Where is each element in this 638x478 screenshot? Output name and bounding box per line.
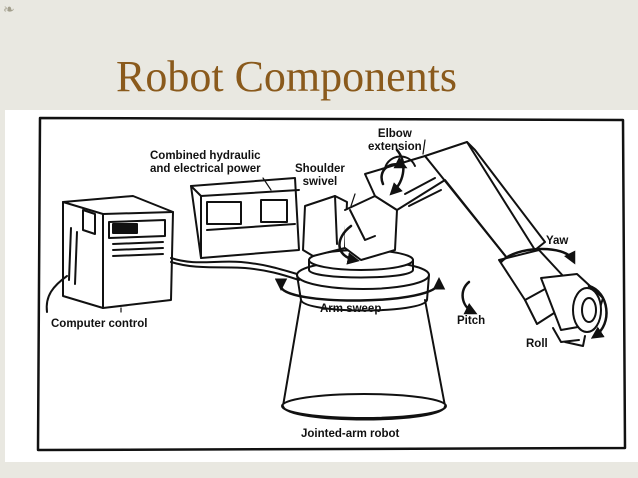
label-shoulder-swivel: Shoulder swivel xyxy=(295,163,345,188)
power-unit xyxy=(190,177,300,259)
cables xyxy=(45,257,300,313)
label-arm-sweep: Arm sweep xyxy=(320,303,382,315)
yaw-arrow xyxy=(499,247,576,265)
forearm xyxy=(404,141,546,269)
leader-lines xyxy=(120,139,426,313)
label-computer-control: Computer control xyxy=(51,318,148,330)
motion-arrows xyxy=(274,148,608,339)
elbow-arrow xyxy=(380,157,408,186)
robot-drawing xyxy=(36,116,627,452)
corner-ornament-icon: ❧ xyxy=(3,1,15,17)
robot-diagram: Combined hydraulic and electrical power … xyxy=(5,110,638,462)
figure-frame xyxy=(36,116,627,452)
roll-arrow xyxy=(587,284,608,339)
diagram-caption: Jointed-arm robot xyxy=(301,428,400,440)
arm-sweep-arrow xyxy=(274,277,446,302)
elbow-arrow-2 xyxy=(389,148,405,196)
label-power: Combined hydraulic and electrical power xyxy=(150,150,261,175)
label-pitch: Pitch xyxy=(457,315,486,327)
robot-pedestal xyxy=(281,260,447,421)
slide-title: Robot Components xyxy=(116,52,458,101)
label-yaw: Yaw xyxy=(546,235,569,247)
shoulder-housing xyxy=(302,195,398,261)
label-elbow-extension: Elbow extension xyxy=(368,128,422,153)
shoulder-swivel-arrow xyxy=(338,224,360,265)
pitch-arrow xyxy=(461,280,478,315)
computer-cabinet xyxy=(62,195,174,309)
wrist-gripper xyxy=(498,249,604,347)
label-roll: Roll xyxy=(526,338,548,350)
